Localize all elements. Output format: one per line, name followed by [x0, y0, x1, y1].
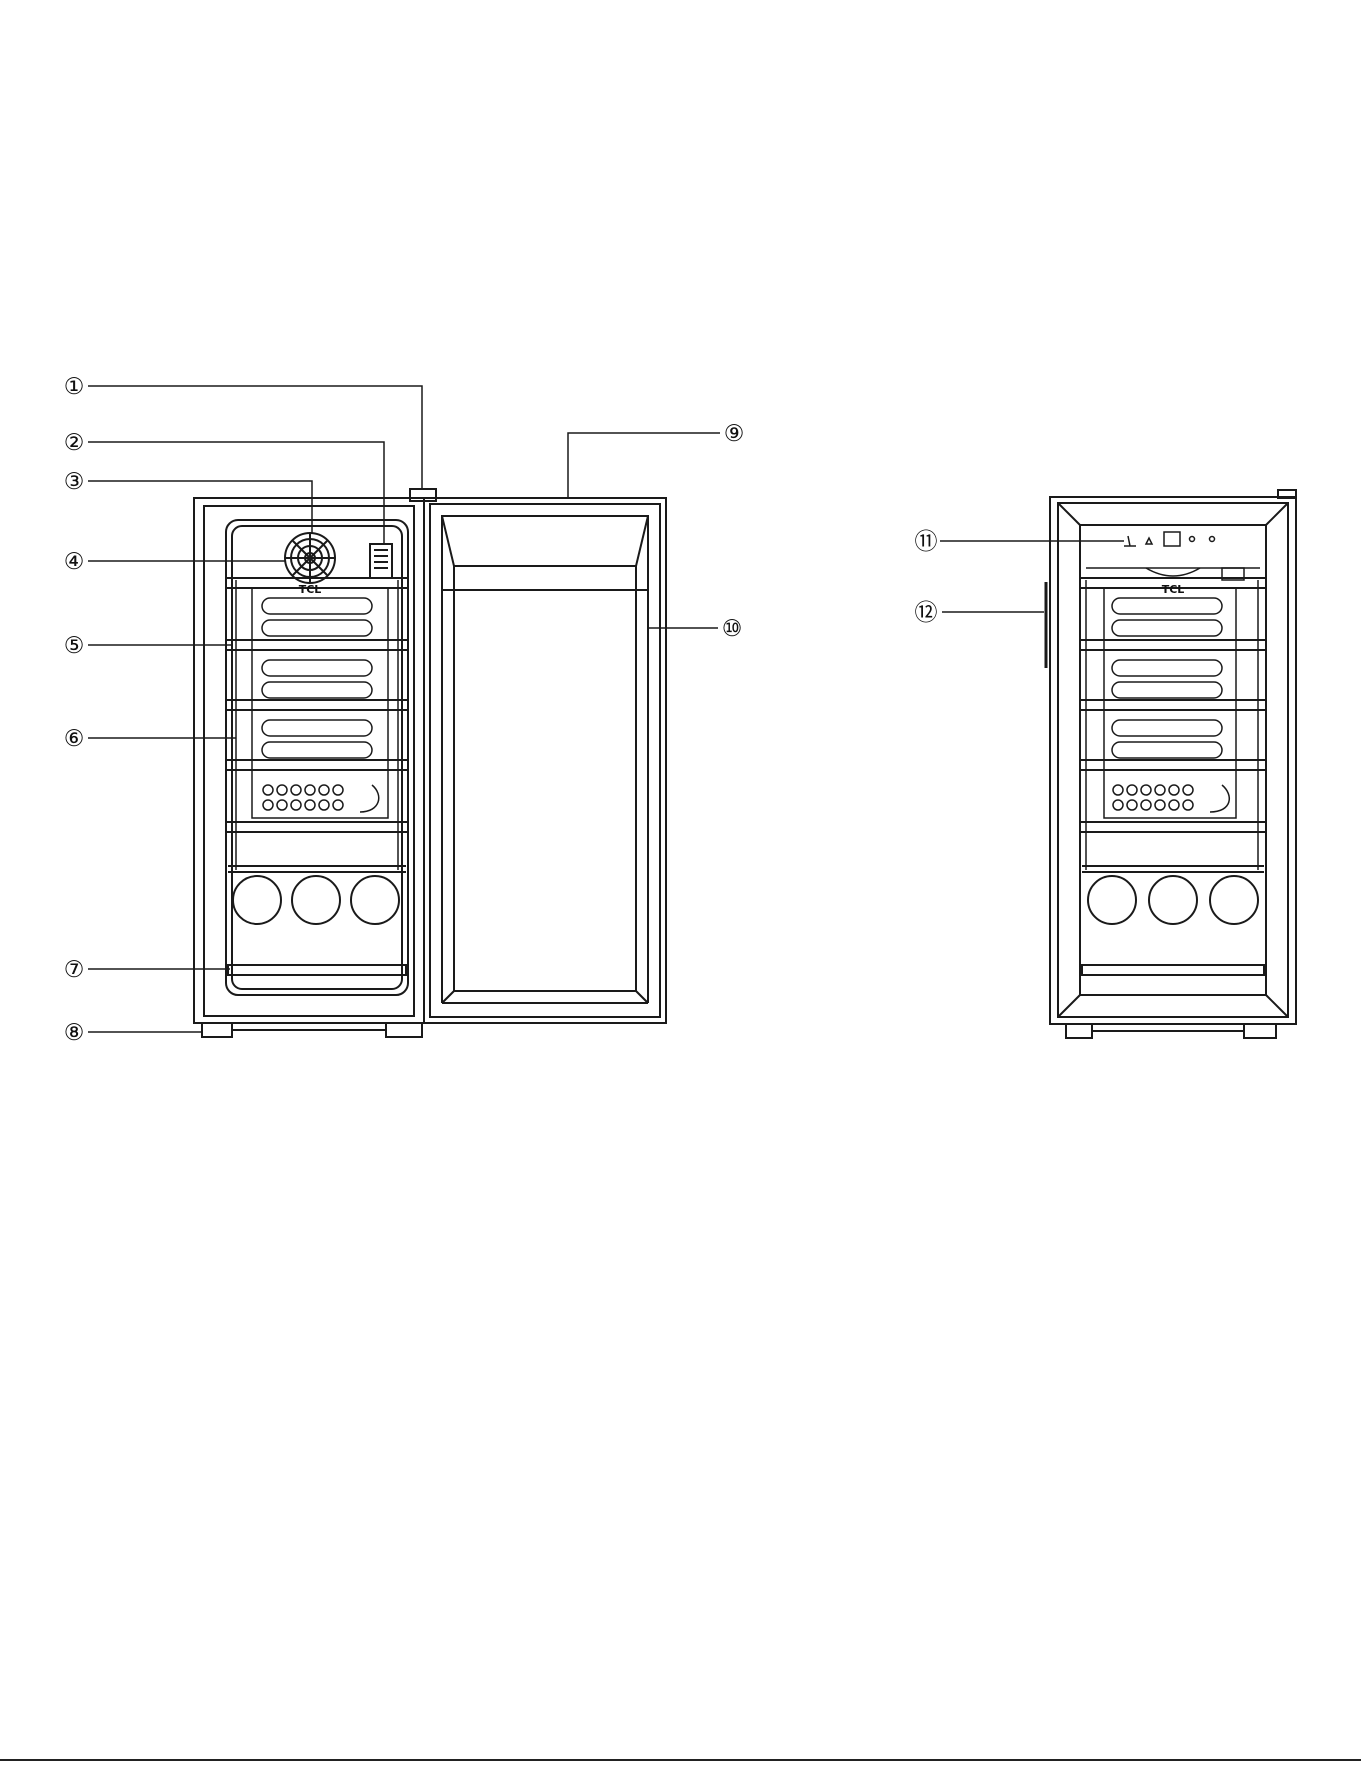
shelf-3: [226, 700, 408, 710]
shelf-4: [226, 760, 408, 770]
fan-logo-text-left: TCL: [299, 583, 322, 596]
door-outer: [424, 498, 666, 1023]
callout-10: ⑩: [722, 616, 743, 642]
shelf-2: [226, 640, 408, 650]
fan: [285, 533, 335, 583]
callout-12: ⑫: [915, 600, 938, 626]
front-evaporator-panel: [1104, 588, 1236, 818]
callout-5: ⑤: [64, 633, 85, 659]
callout-8: ⑧: [64, 1020, 85, 1046]
callout-4: ④: [64, 549, 85, 575]
callout-2: ②: [64, 430, 85, 456]
glass-door: [424, 498, 666, 1023]
shelves: [226, 578, 408, 832]
callout-3: ③: [64, 469, 85, 495]
door-top-strip: [442, 516, 648, 590]
callout-1: ①: [64, 374, 85, 400]
left-cabinet: [194, 489, 436, 1037]
evaporator-panel: [252, 588, 388, 818]
right-cabinet: [1046, 490, 1296, 1038]
fan-logo-text-right: TCL: [1162, 583, 1185, 596]
interior-light: [370, 544, 392, 578]
leveling-leg-right: [386, 1023, 422, 1037]
bottom-shelf: [228, 965, 406, 975]
callout-6: ⑥: [64, 726, 85, 752]
callout-9: ⑨: [724, 421, 745, 447]
bottle-rack: [228, 866, 406, 924]
door-glass: [454, 566, 636, 991]
control-panel: [1086, 532, 1260, 568]
callout-11: ⑪: [915, 529, 938, 555]
shelf-5: [226, 822, 408, 832]
leveling-leg-left: [202, 1023, 232, 1037]
callout-7: ⑦: [64, 957, 85, 983]
